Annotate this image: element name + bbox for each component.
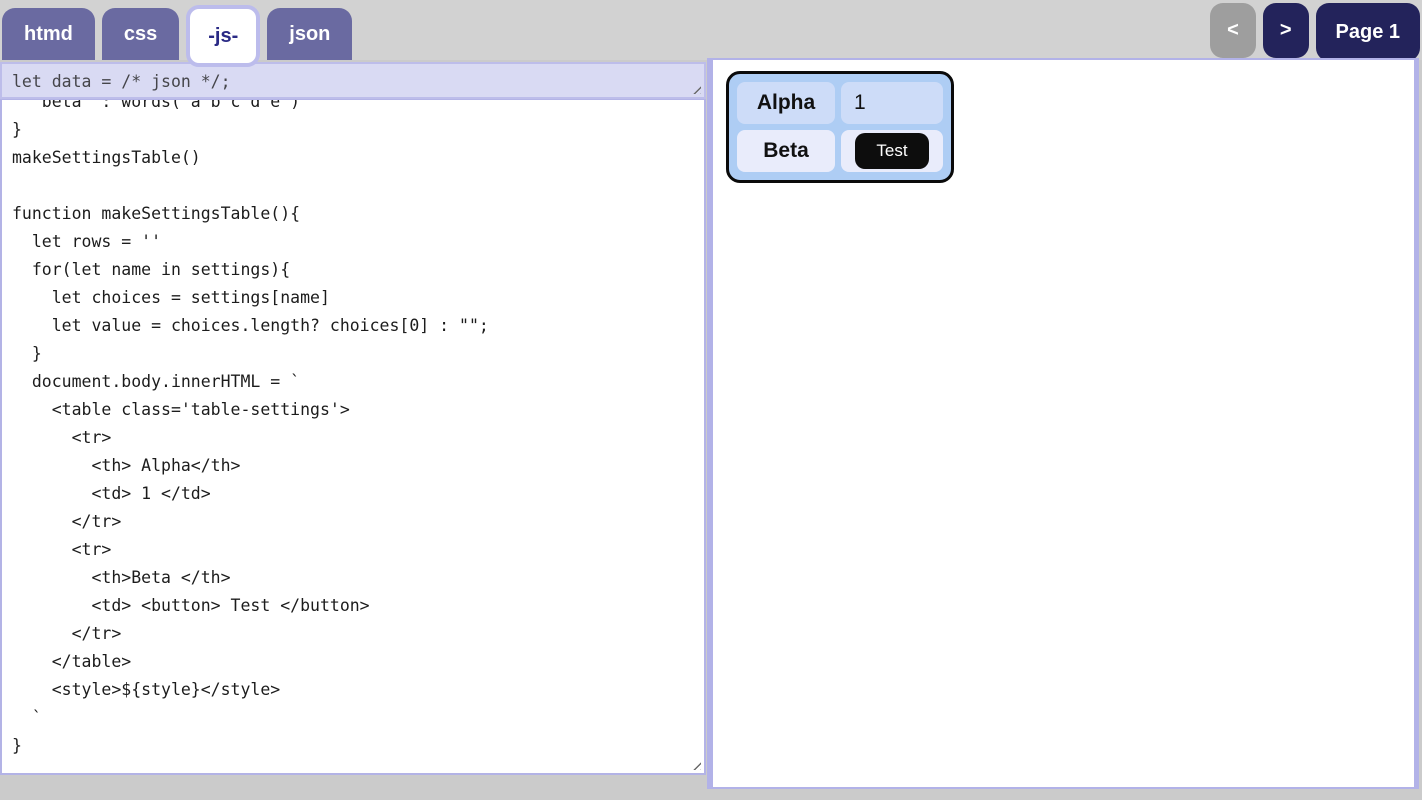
js-header-line: let data = /* json */; — [12, 72, 231, 91]
page-navigation: < > Page 1 — [1210, 3, 1420, 61]
js-code-content: 'beta' : words('a b c d e') } makeSettin… — [12, 99, 489, 755]
tab-css[interactable]: css — [101, 8, 180, 60]
table-header-alpha: Alpha — [737, 82, 835, 124]
settings-table: Alpha 1 Beta Test — [726, 71, 954, 183]
table-header-beta: Beta — [737, 130, 835, 172]
next-page-button[interactable]: > — [1262, 3, 1309, 58]
prev-page-button[interactable]: < — [1210, 3, 1256, 58]
preview-pane: Alpha 1 Beta Test — [707, 58, 1419, 789]
table-value-alpha: 1 — [841, 82, 943, 124]
tab-js[interactable]: -js- — [186, 5, 261, 67]
js-code-textarea[interactable]: 'beta' : words('a b c d e') } makeSettin… — [0, 99, 706, 775]
tab-json[interactable]: json — [267, 8, 353, 60]
tab-htmd[interactable]: htmd — [2, 8, 95, 60]
js-header-textarea[interactable]: let data = /* json */; — [0, 62, 706, 99]
tab-bar: htmd css -js- json — [2, 0, 353, 67]
resize-grip-icon[interactable] — [690, 83, 701, 94]
page-indicator-button[interactable]: Page 1 — [1315, 3, 1420, 61]
test-button[interactable]: Test — [855, 133, 929, 169]
resize-grip-icon[interactable] — [690, 759, 701, 770]
toolbar: htmd css -js- json < > Page 1 — [0, 0, 1422, 67]
table-cell-beta: Test — [841, 130, 943, 172]
